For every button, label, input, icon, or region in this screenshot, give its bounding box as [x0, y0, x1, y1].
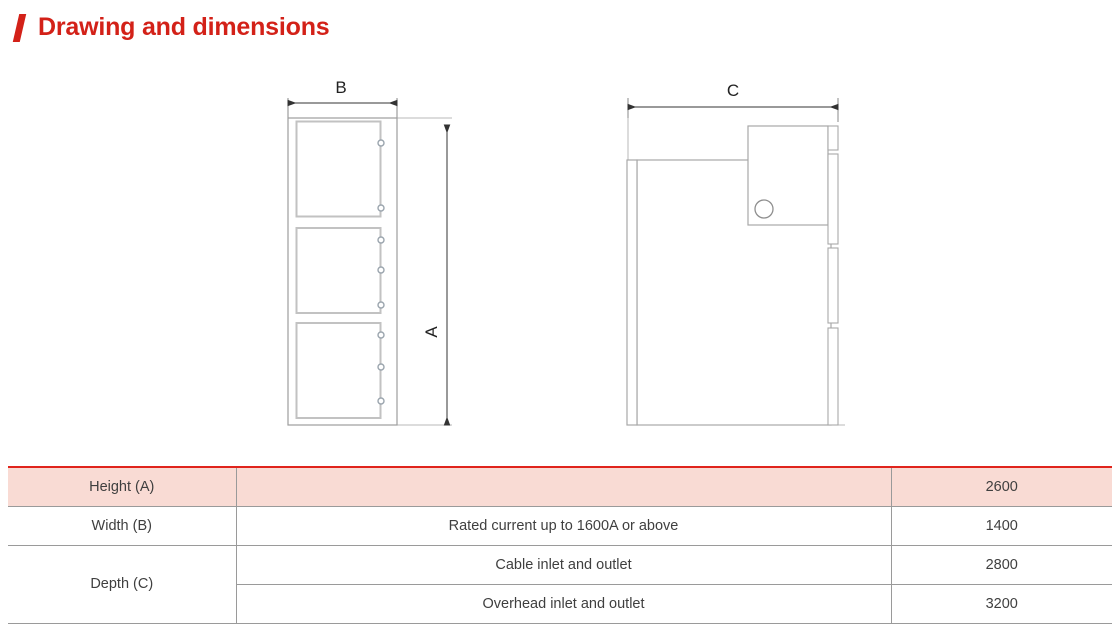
side-right-strip-3 — [827, 247, 839, 324]
side-view-group: C — [626, 81, 845, 426]
panel-3-hole-3 — [377, 397, 385, 405]
panel-1-hole-2 — [377, 204, 385, 212]
front-door-panel-3 — [295, 322, 382, 419]
panel-2-hole-3 — [377, 301, 385, 309]
table-row: Depth (C) Cable inlet and outlet 2800 — [8, 545, 1112, 624]
row-condition-width: Rated current up to 1600A or above — [236, 506, 892, 546]
page-header: Drawing and dimensions — [0, 0, 1120, 60]
row-label-width: Width (B) — [8, 506, 237, 546]
front-cabinet-outline — [287, 117, 398, 426]
row-condition-height — [236, 466, 892, 507]
dimensions-table: Height (A) 2600 Width (B) Rated current … — [8, 466, 1112, 624]
row-value-width: 1400 — [891, 506, 1112, 546]
side-right-strip-4 — [827, 327, 839, 426]
front-door-panel-1 — [295, 120, 382, 218]
technical-drawing-area: B A — [0, 60, 1120, 460]
panel-2-hole-2 — [377, 266, 385, 274]
table-row: Overhead inlet and outlet 3200 — [8, 584, 1112, 624]
dimension-label-A: A — [422, 326, 441, 338]
page-title: Drawing and dimensions — [38, 13, 330, 41]
panel-2-hole-1 — [377, 236, 385, 244]
row-label-height: Height (A) — [8, 466, 237, 507]
dimension-label-C: C — [727, 81, 739, 100]
row-condition-depth-cable: Cable inlet and outlet — [236, 545, 892, 585]
side-left-edge-strip — [626, 159, 638, 426]
accent-slash-icon — [12, 14, 27, 42]
side-right-strip-2 — [827, 153, 839, 245]
panel-1-hole-1 — [377, 139, 385, 147]
front-view-group: B A — [287, 78, 452, 426]
table-row: Height (A) 2600 — [8, 466, 1112, 507]
front-door-panel-2 — [295, 227, 382, 314]
row-value-depth-cable: 2800 — [891, 545, 1112, 585]
technical-drawing-svg: B A — [287, 78, 845, 426]
table-row: Width (B) Rated current up to 1600A or a… — [8, 506, 1112, 546]
panel-3-hole-1 — [377, 331, 385, 339]
row-value-depth-overhead: 3200 — [891, 584, 1112, 624]
side-right-strip-1 — [827, 125, 839, 151]
dimension-label-B: B — [335, 78, 346, 97]
side-knob-icon — [754, 199, 774, 219]
panel-3-hole-2 — [377, 363, 385, 371]
row-label-depth: Depth (C) — [8, 545, 237, 624]
row-condition-depth-overhead: Overhead inlet and outlet — [236, 584, 892, 624]
row-value-height: 2600 — [891, 466, 1112, 507]
